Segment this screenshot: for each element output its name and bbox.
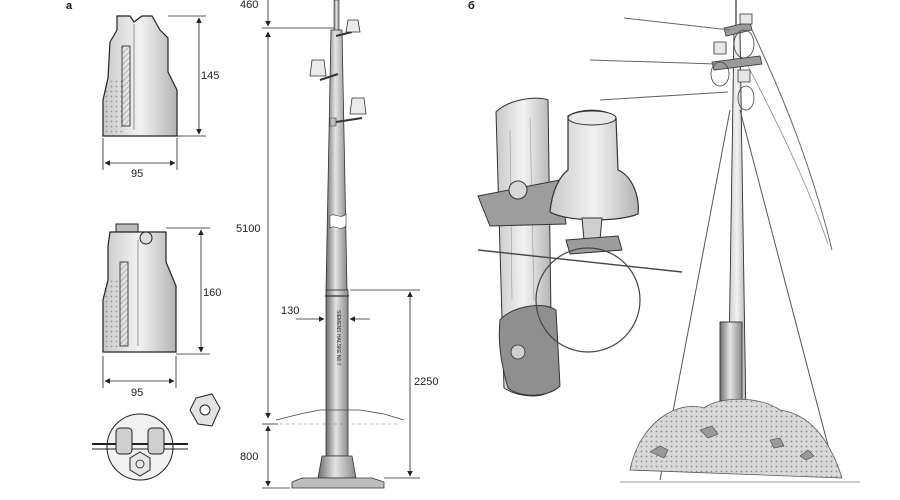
wire-loop <box>477 247 683 353</box>
pole-mast-height-label: 5100 <box>236 223 260 235</box>
insulator-bottom-height-dim <box>166 227 210 355</box>
insulator-plan-view <box>92 413 188 481</box>
insulator-top-drawing <box>102 15 178 137</box>
insulator-ring-nut <box>189 393 221 427</box>
pole-top-section-label: 460 <box>240 0 258 11</box>
bracket-bolt <box>477 179 567 227</box>
pole-lower-section-label: 2250 <box>414 376 438 388</box>
insulator-top-height-label: 145 <box>201 70 219 82</box>
pole-dim-lower-section <box>350 289 420 479</box>
insulator-top-width-dim <box>102 138 178 170</box>
pole-insulator-middle-left <box>309 59 339 81</box>
rock-mound <box>620 398 860 483</box>
panel-label-a: а <box>66 0 73 12</box>
pole-dim-top <box>262 0 334 29</box>
pole-stamp: SIEMENS HALSKE N0 7 <box>335 310 341 366</box>
pole-drawing <box>275 0 405 489</box>
insulator-bottom-width-dim <box>102 356 177 388</box>
pole-diameter-label: 130 <box>281 305 299 317</box>
panel-label-b: б <box>468 0 475 12</box>
large-insulator <box>549 109 639 255</box>
overhead-wires <box>589 17 833 251</box>
pole-dim-foundation <box>262 423 290 489</box>
pole-insulator-upper-left <box>335 19 361 37</box>
insulator-top-width-label: 95 <box>131 168 143 180</box>
guyed-pole <box>710 0 763 433</box>
insulator-bottom-width-label: 95 <box>131 387 143 399</box>
insulator-bottom-drawing <box>102 223 177 353</box>
pole-insulator-lower-right <box>329 97 367 127</box>
wooden-post-closeup <box>495 97 561 397</box>
pole-foundation-label: 800 <box>240 451 258 463</box>
insulator-top-height-dim <box>168 15 206 137</box>
insulator-bottom-height-label: 160 <box>203 287 221 299</box>
